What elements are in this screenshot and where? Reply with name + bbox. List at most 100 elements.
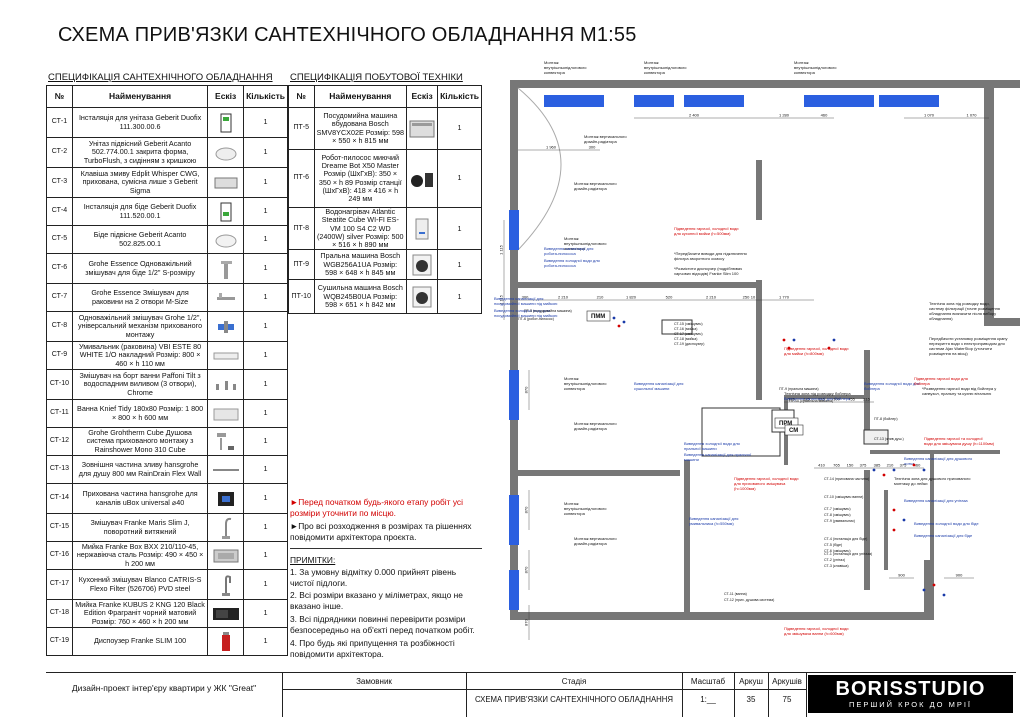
row-code: СТ-2: [46, 137, 73, 168]
row-sketch-icon: [207, 399, 245, 428]
row-qty: 1: [243, 627, 288, 656]
wall: [924, 560, 932, 620]
dimension-value: 325: [803, 397, 810, 402]
row-sketch-icon: [207, 455, 245, 484]
row-sketch-icon: [406, 107, 439, 150]
note-1: 1. За умовну відмітку 0.000 прийнят ріве…: [290, 566, 457, 588]
row-sketch-icon: [207, 369, 245, 400]
tag-label: СТ-15 (змішувач): [674, 322, 703, 326]
row-code: СТ-3: [46, 167, 73, 198]
wall: [864, 350, 870, 430]
row-qty: 1: [243, 569, 288, 600]
row-qty: 1: [243, 455, 288, 484]
dimension-value: 460: [914, 463, 921, 468]
spec-sanitary-heading: СПЕЦИФІКАЦІЯ САНТЕХНІЧНОГО ОБЛАДНАННЯ: [48, 72, 273, 83]
row-sketch-icon: [207, 627, 245, 656]
tag-label: ПРМ: [779, 421, 792, 427]
connection-point: [912, 463, 916, 467]
wall: [510, 470, 680, 476]
convector: [544, 95, 604, 107]
row-code: СТ-7: [46, 283, 73, 312]
convector: [684, 95, 744, 107]
dimension-value: 10: [751, 295, 756, 300]
row-name: Сушильна машина Bosch WQB245B0UA Розмір:…: [313, 279, 408, 315]
convector: [879, 95, 939, 107]
wall: [756, 280, 762, 400]
col-name: Найменування: [71, 85, 209, 108]
row-sketch-icon: [207, 197, 245, 226]
tag-box: [586, 310, 611, 322]
tag-label: СТ-17 (змішувач): [674, 332, 703, 336]
row-sketch-icon: [207, 137, 245, 168]
row-sketch-icon: [207, 225, 245, 254]
logo-slogan: ПЕРШИЙ КРОК ДО МРІЇ: [848, 700, 973, 709]
row-name: Прихована частина hansgrohe для каналів …: [71, 483, 209, 514]
wall: [870, 450, 1000, 454]
connection-point: [787, 346, 791, 350]
dimension-value: 215: [863, 397, 870, 402]
row-qty: 1: [243, 369, 288, 400]
connection-point: [882, 473, 886, 477]
dimension-value: 870: [524, 506, 529, 513]
tag-label: ПТ-10 (сушильна машина): [789, 399, 833, 403]
tag-label: ПТ-8 (бойлер): [874, 417, 898, 421]
row-code: СТ-14: [46, 483, 73, 514]
row-sketch-icon: [406, 206, 439, 251]
row-sketch-icon: [406, 149, 439, 208]
convector: [804, 95, 874, 107]
row-qty: 1: [243, 427, 288, 456]
connection-point: [617, 324, 621, 328]
row-name: Інсталяція для унітаза Geberit Duofix 11…: [71, 107, 209, 138]
connection-point: [942, 593, 946, 597]
window-curve: [517, 87, 562, 251]
row-qty: 1: [437, 279, 482, 315]
black-callout: Технічна зона під розводку води,систему …: [929, 301, 1000, 321]
dimension-value: 300: [522, 295, 529, 300]
row-code: ПТ-6: [288, 149, 315, 208]
dimension-value: 755: [848, 397, 855, 402]
row-qty: 1: [243, 253, 288, 284]
dimension-value: 520: [666, 295, 673, 300]
studio-logo: BORISSTUDIO ПЕРШИЙ КРОК ДО МРІЇ: [808, 675, 1013, 713]
connection-point: [792, 338, 796, 342]
black-callout: Технічна зона під розводку бойлера: [784, 391, 851, 396]
row-name: Пральна машина Bosch WGB256A1UA Розмір: …: [313, 249, 408, 281]
col-sketch: Ескіз: [207, 85, 245, 108]
col-name: Найменування: [313, 85, 408, 108]
dimension-value: 1 115: [499, 244, 504, 254]
row-qty: 1: [243, 513, 288, 542]
connection-point: [622, 320, 626, 324]
col-no: №: [46, 85, 73, 108]
dimension-value: 900: [956, 573, 963, 578]
row-qty: 1: [437, 206, 482, 251]
title-block: Дизайн-проект інтер'єру квартири у ЖК "G…: [46, 672, 1016, 717]
dimension-value: 215: [818, 397, 825, 402]
row-code: СТ-16: [46, 541, 73, 570]
notes-block: ►Перед початком будь-якого етапу робіт у…: [290, 497, 482, 662]
row-code: СТ-11: [46, 399, 73, 428]
row-code: СТ-13: [46, 455, 73, 484]
row-qty: 1: [243, 107, 288, 138]
row-qty: 1: [437, 149, 482, 208]
